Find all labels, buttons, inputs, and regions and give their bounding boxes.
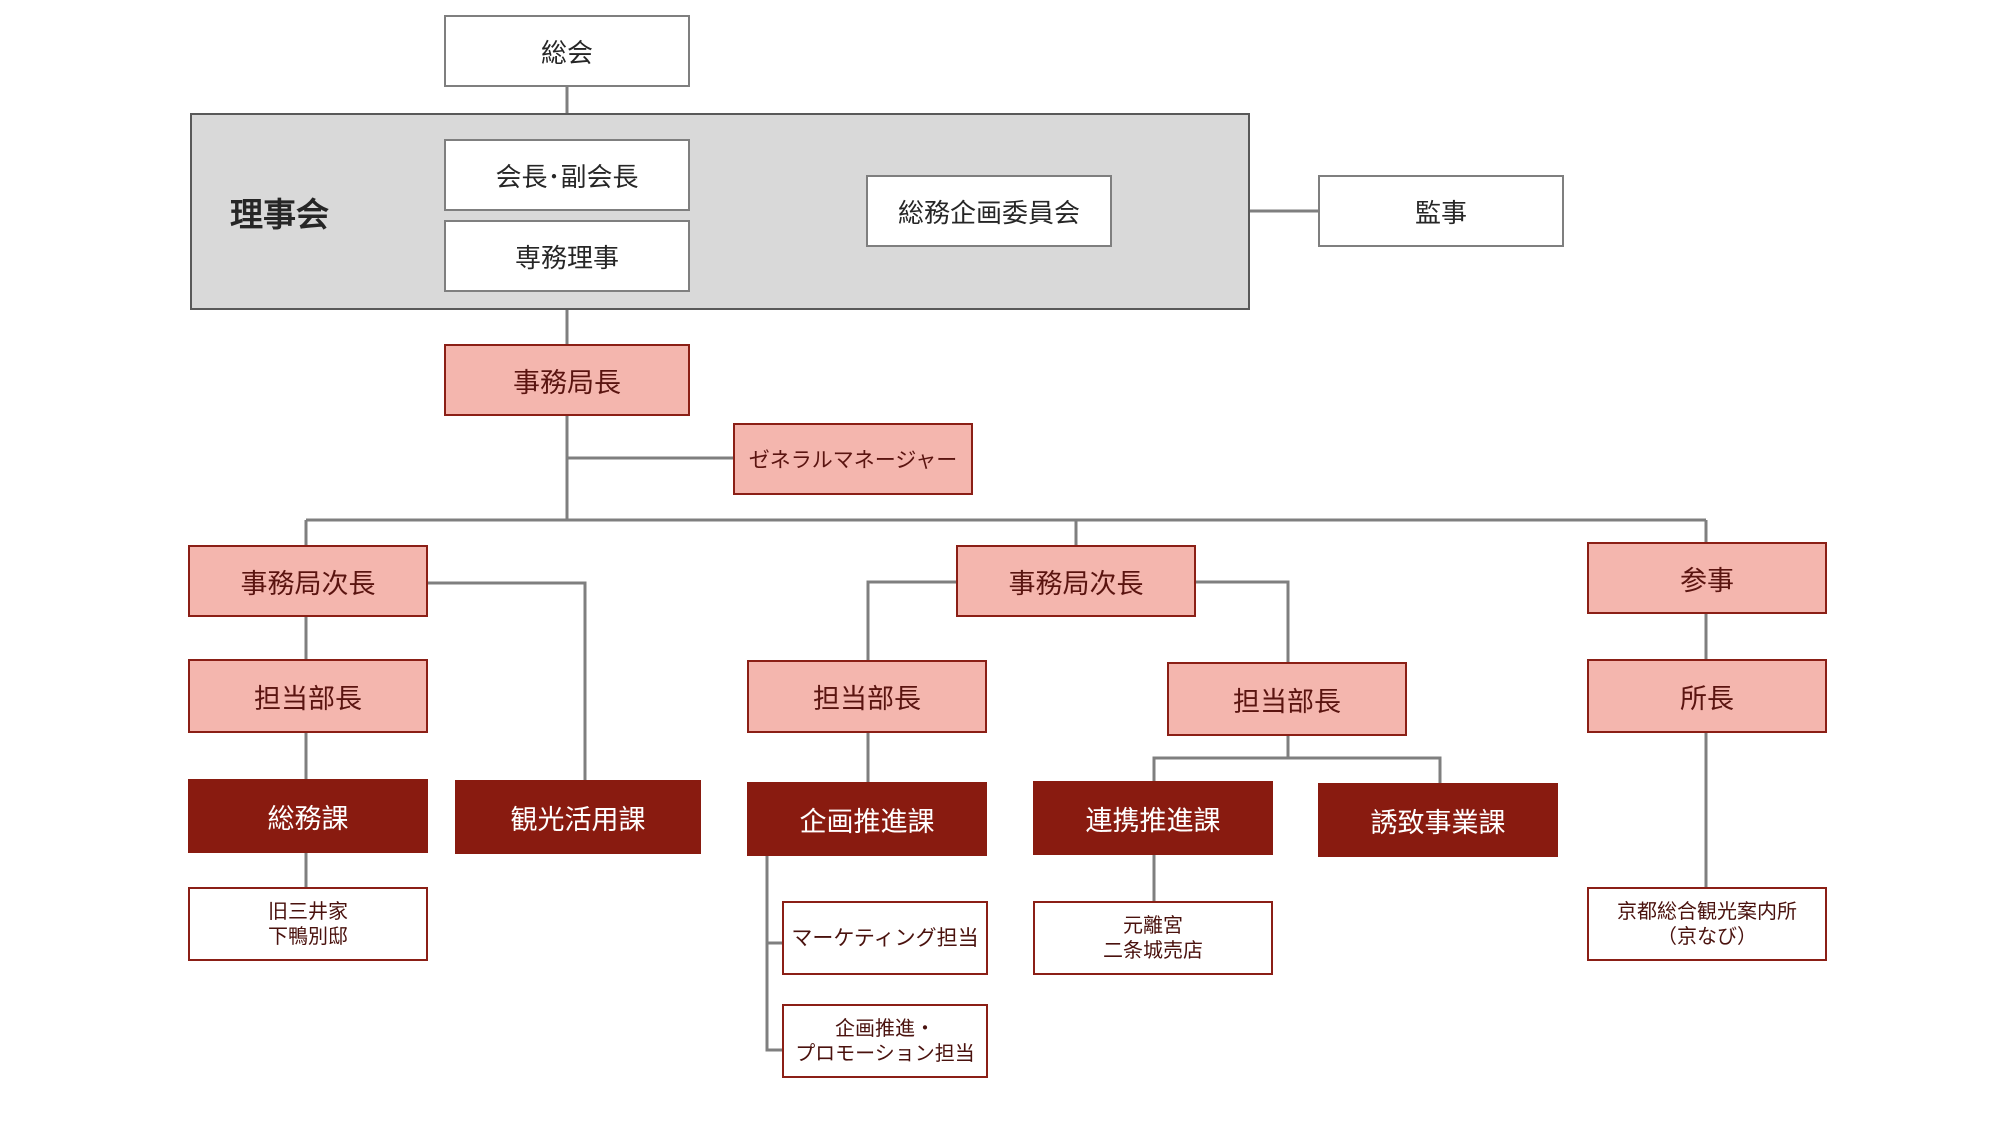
connector [1152,756,1442,784]
planning-promotion-section-box: 企画推進課 [747,782,987,856]
board-label: 理事会 [230,195,329,234]
promotion-unit-line1: 企画推進・ [834,1016,935,1040]
connector [866,580,958,661]
planning-committee-box: 総務企画委員会 [866,175,1112,247]
director-center-b-box: 担当部長 [1167,662,1407,736]
general-manager-box: ゼネラルマネージャー [733,423,973,495]
auditor-box: 監事 [1318,175,1564,247]
deputy-secretary-center-box: 事務局次長 [956,545,1196,617]
deputy-secretary-left-box: 事務局次長 [188,545,428,617]
promotion-unit-line2: プロモーション担当 [795,1041,975,1065]
counselor-box: 参事 [1587,542,1827,614]
general-affairs-section-box: 総務課 [188,779,428,853]
director-left-box: 担当部長 [188,659,428,733]
marketing-unit-box: マーケティング担当 [782,901,988,975]
nijo-castle-shop-line2: 二条城売店 [1103,938,1203,962]
general-assembly-box: 総会 [444,15,690,87]
kyoto-tourist-info-box: 京都総合観光案内所 （京なび） [1587,887,1827,961]
mitsui-villa-line2: 下鴨別邸 [268,924,348,948]
kyoto-tourist-info-line2: （京なび） [1657,924,1757,948]
secretary-general-box: 事務局長 [444,344,690,416]
mitsui-villa-box: 旧三井家 下鴨別邸 [188,887,428,961]
connector [427,581,587,781]
kyoto-tourist-info-line1: 京都総合観光案内所 [1617,899,1797,923]
business-attraction-section-box: 誘致事業課 [1318,783,1558,857]
managing-director-box: 専務理事 [444,220,690,292]
nijo-castle-shop-box: 元離宮 二条城売店 [1033,901,1273,975]
partnership-promotion-section-box: 連携推進課 [1033,781,1273,855]
chair-vice-chair-box: 会長･副会長 [444,139,690,211]
chief-box: 所長 [1587,659,1827,733]
director-center-a-box: 担当部長 [747,660,987,733]
connector [1194,580,1290,662]
nijo-castle-shop-line1: 元離宮 [1123,913,1183,937]
tourism-utilization-section-box: 観光活用課 [455,780,701,854]
promotion-unit-box: 企画推進・ プロモーション担当 [782,1004,988,1078]
connector [765,855,784,1052]
mitsui-villa-line1: 旧三井家 [268,899,348,923]
